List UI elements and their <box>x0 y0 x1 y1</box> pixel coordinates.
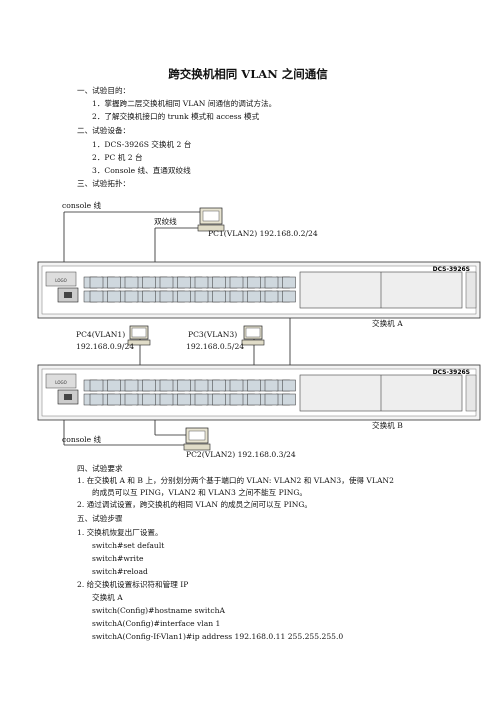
section-heading-purpose: 一、试验目的： <box>77 86 131 95</box>
switch-a-logo-icon <box>45 271 77 287</box>
switch-a-model: DCS-3926S <box>433 266 470 273</box>
section-heading-topology: 三、试验拓扑： <box>77 179 131 188</box>
switch-port-icon <box>159 290 174 303</box>
switch-port-icon <box>142 379 156 392</box>
switch-port-icon <box>194 393 209 406</box>
console-line-label-top: console 线 <box>62 201 102 210</box>
twisted-pair-label: 双绞线 <box>154 217 177 226</box>
switch-port-icon <box>89 393 104 406</box>
step-2: 2. 给交换机设置标识符和管理 IP <box>77 580 189 589</box>
switch-port-icon <box>282 290 296 303</box>
switch-a: LOGO <box>37 261 481 319</box>
switch-port-icon <box>107 290 121 303</box>
switch-port-icon <box>142 276 156 289</box>
switch-port-icon <box>229 393 244 406</box>
pc3-ip-label: 192.168.0.5/24 <box>186 342 245 351</box>
command-line: switchA(Config-If-Vlan1)#ip address 192.… <box>92 632 344 641</box>
switch-port-icon <box>212 290 226 303</box>
equipment-item-1: 1．DCS-3926S 交换机 2 台 <box>92 140 192 149</box>
switch-port-icon <box>282 393 296 406</box>
switch-a-ports <box>83 276 296 303</box>
switch-b: LOGO <box>37 364 481 421</box>
pc1-computer-icon <box>197 207 225 232</box>
switch-port-icon <box>107 393 121 406</box>
switch-b-led-panel <box>465 374 477 412</box>
switch-port-icon <box>142 393 156 406</box>
svg-text:LOGO: LOGO <box>55 278 66 283</box>
switch-port-icon <box>89 290 104 303</box>
equipment-item-2: 2．PC 机 2 台 <box>92 153 143 162</box>
switch-port-icon <box>229 276 244 289</box>
switch-port-icon <box>177 379 191 392</box>
switch-port-icon <box>177 393 191 406</box>
switch-port-icon <box>194 379 209 392</box>
switch-port-icon <box>107 379 121 392</box>
command-line: switch#reload <box>92 567 148 576</box>
switch-port-icon <box>124 290 139 303</box>
switch-port-icon <box>264 290 279 303</box>
requirement-line-1: 1. 在交换机 A 和 B 上，分别划分两个基于端口的 VLAN: VLAN2 … <box>77 476 394 485</box>
switch-port-icon <box>194 290 209 303</box>
requirement-line-3: 2. 通过调试设置，跨交换机的相同 VLAN 的成员之间可以互 PING。 <box>77 500 313 509</box>
step-1: 1. 交换机恢复出厂设置。 <box>77 528 163 537</box>
switch-port-icon <box>124 393 139 406</box>
switch-b-label: 交换机 B <box>372 421 403 430</box>
equipment-item-3: 3．Console 线、直通双绞线 <box>92 166 191 175</box>
switch-port-icon <box>282 276 296 289</box>
console-line-label-bottom: console 线 <box>62 435 102 444</box>
switch-a-led-panel <box>465 271 477 309</box>
pc4-name-label: PC4(VLAN1) <box>76 330 126 339</box>
pc3-computer-icon <box>241 325 265 346</box>
switch-port-icon <box>212 379 226 392</box>
switch-port-icon <box>177 290 191 303</box>
switch-port-icon <box>159 276 174 289</box>
switch-port-icon <box>264 393 279 406</box>
pc2-computer-icon <box>183 427 211 451</box>
switch-b-model: DCS-3926S <box>433 369 470 376</box>
switch-b-ports <box>83 379 296 406</box>
switch-port-icon <box>159 379 174 392</box>
purpose-item-2: 2．了解交换机接口的 trunk 模式和 access 模式 <box>92 112 260 121</box>
pc4-computer-icon <box>127 325 151 346</box>
pc2-label: PC2(VLAN2) 192.168.0.3/24 <box>186 450 296 459</box>
switch-port-icon <box>264 276 279 289</box>
pc1-label: PC1(VLAN2) 192.168.0.2/24 <box>208 229 318 238</box>
command-line: switch#write <box>92 554 144 563</box>
switch-port-icon <box>229 379 244 392</box>
section-heading-equipment: 二、试验设备： <box>77 126 131 135</box>
topology-diagram: LOGO DCS-3926S LOGO DCS-3926S <box>37 207 481 451</box>
switch-port-icon <box>264 379 279 392</box>
command-line: switch#set default <box>92 541 165 550</box>
section-heading-requirements: 四、试验要求 <box>77 464 123 473</box>
command-line: switch(Config)#hostname switchA <box>92 606 225 615</box>
switch-port-icon <box>212 393 226 406</box>
switch-port-icon <box>107 276 121 289</box>
switch-port-icon <box>159 393 174 406</box>
switch-b-logo-icon <box>45 373 77 389</box>
sub-heading-switch-a: 交换机 A <box>92 593 123 602</box>
switch-port-icon <box>89 276 104 289</box>
switch-port-icon <box>89 379 104 392</box>
switch-port-icon <box>247 276 261 289</box>
switch-port-icon <box>124 276 139 289</box>
switch-port-icon <box>247 393 261 406</box>
switch-port-icon <box>142 290 156 303</box>
switch-a-label: 交换机 A <box>372 319 403 328</box>
switch-port-icon <box>212 276 226 289</box>
command-line: switchA(Config)#interface vlan 1 <box>92 619 221 628</box>
section-heading-steps: 五、试验步骤 <box>77 514 123 523</box>
switch-port-icon <box>282 379 296 392</box>
switch-port-icon <box>177 276 191 289</box>
switch-port-icon <box>229 290 244 303</box>
switch-port-icon <box>124 379 139 392</box>
requirement-line-2: 的成员可以互 PING，VLAN2 和 VLAN3 之间不能互 PING。 <box>92 488 307 497</box>
switch-port-icon <box>247 379 261 392</box>
page-title: 跨交换机相同 VLAN 之间通信 <box>168 67 328 81</box>
svg-text:LOGO: LOGO <box>55 380 66 385</box>
purpose-item-1: 1．掌握跨二层交换机相同 VLAN 间通信的调试方法。 <box>92 99 277 108</box>
pc4-ip-label: 192.168.0.9/24 <box>76 342 135 351</box>
switch-port-icon <box>194 276 209 289</box>
switch-port-icon <box>247 290 261 303</box>
pc3-name-label: PC3(VLAN3) <box>188 330 238 339</box>
